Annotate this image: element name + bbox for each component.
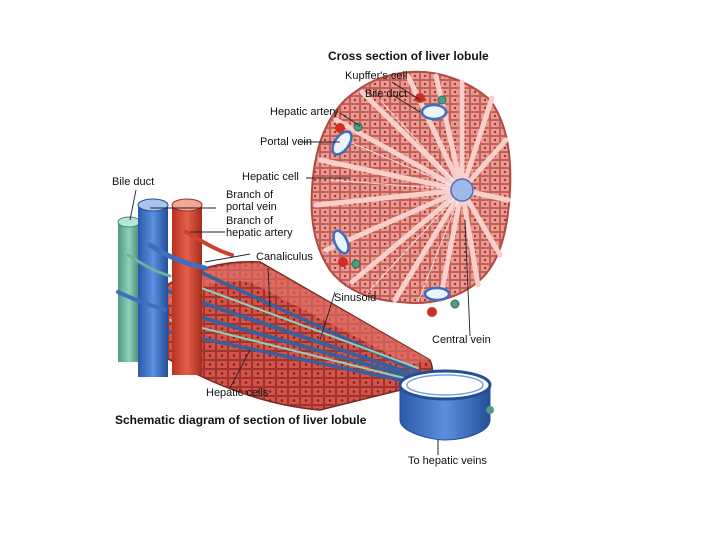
- hepatic-artery-dot-2: [335, 123, 345, 133]
- label-to-hepatic-veins: To hepatic veins: [408, 455, 487, 467]
- central-vein-cross: [450, 178, 474, 202]
- vessel-branches: [116, 230, 234, 312]
- portal-vein-tube: [138, 205, 168, 377]
- bile-duct-dot-4: [450, 299, 460, 309]
- label-branch-portal-vein: Branch of portal vein: [226, 189, 277, 213]
- hepatic-artery-dot-1: [415, 93, 425, 103]
- bile-duct-dot-3: [351, 259, 361, 269]
- label-bile-duct-top: Bile duct: [365, 88, 408, 100]
- label-hepatic-cell: Hepatic cell: [242, 171, 299, 183]
- label-sinusoid: Sinusoid: [334, 292, 377, 304]
- label-kupffer-cell: Kupffer's cell: [345, 70, 408, 82]
- label-hepatic-cells: Hepatic cells: [206, 387, 269, 399]
- label-branch-hepatic-artery: Branch of hepatic artery: [226, 215, 293, 239]
- hepatic-artery-dot-3: [338, 257, 348, 267]
- label-canaliculus: Canaliculus: [256, 251, 313, 263]
- bile-duct-dot-2: [353, 122, 363, 132]
- leader-lines: [129, 81, 471, 389]
- central-vein-cylinder: [398, 369, 494, 455]
- portal-vein-cross-2: [331, 130, 353, 156]
- title-schematic: Schematic diagram of section of liver lo…: [115, 413, 367, 427]
- sinusoid-channels: [158, 270, 420, 384]
- label-hepatic-artery: Hepatic artery: [270, 106, 339, 118]
- portal-vein-cross-4: [423, 286, 451, 302]
- label-portal-vein: Portal vein: [260, 136, 312, 148]
- cross-section-lobule: [310, 70, 512, 317]
- title-cross-section: Cross section of liver lobule: [328, 49, 489, 63]
- hepatic-cell-top-face: [150, 263, 430, 365]
- portal-vein-cross-3: [332, 229, 350, 255]
- bile-duct-tube: [118, 222, 140, 362]
- bile-duct-dot-1: [437, 95, 447, 105]
- canaliculi-lines: [329, 99, 463, 303]
- portal-vein-cross-1: [420, 103, 448, 121]
- hepatic-artery-dot-4: [427, 307, 437, 317]
- label-central-vein: Central vein: [432, 334, 491, 346]
- label-bile-duct-left: Bile duct: [112, 176, 155, 188]
- schematic-lobule: [116, 198, 494, 455]
